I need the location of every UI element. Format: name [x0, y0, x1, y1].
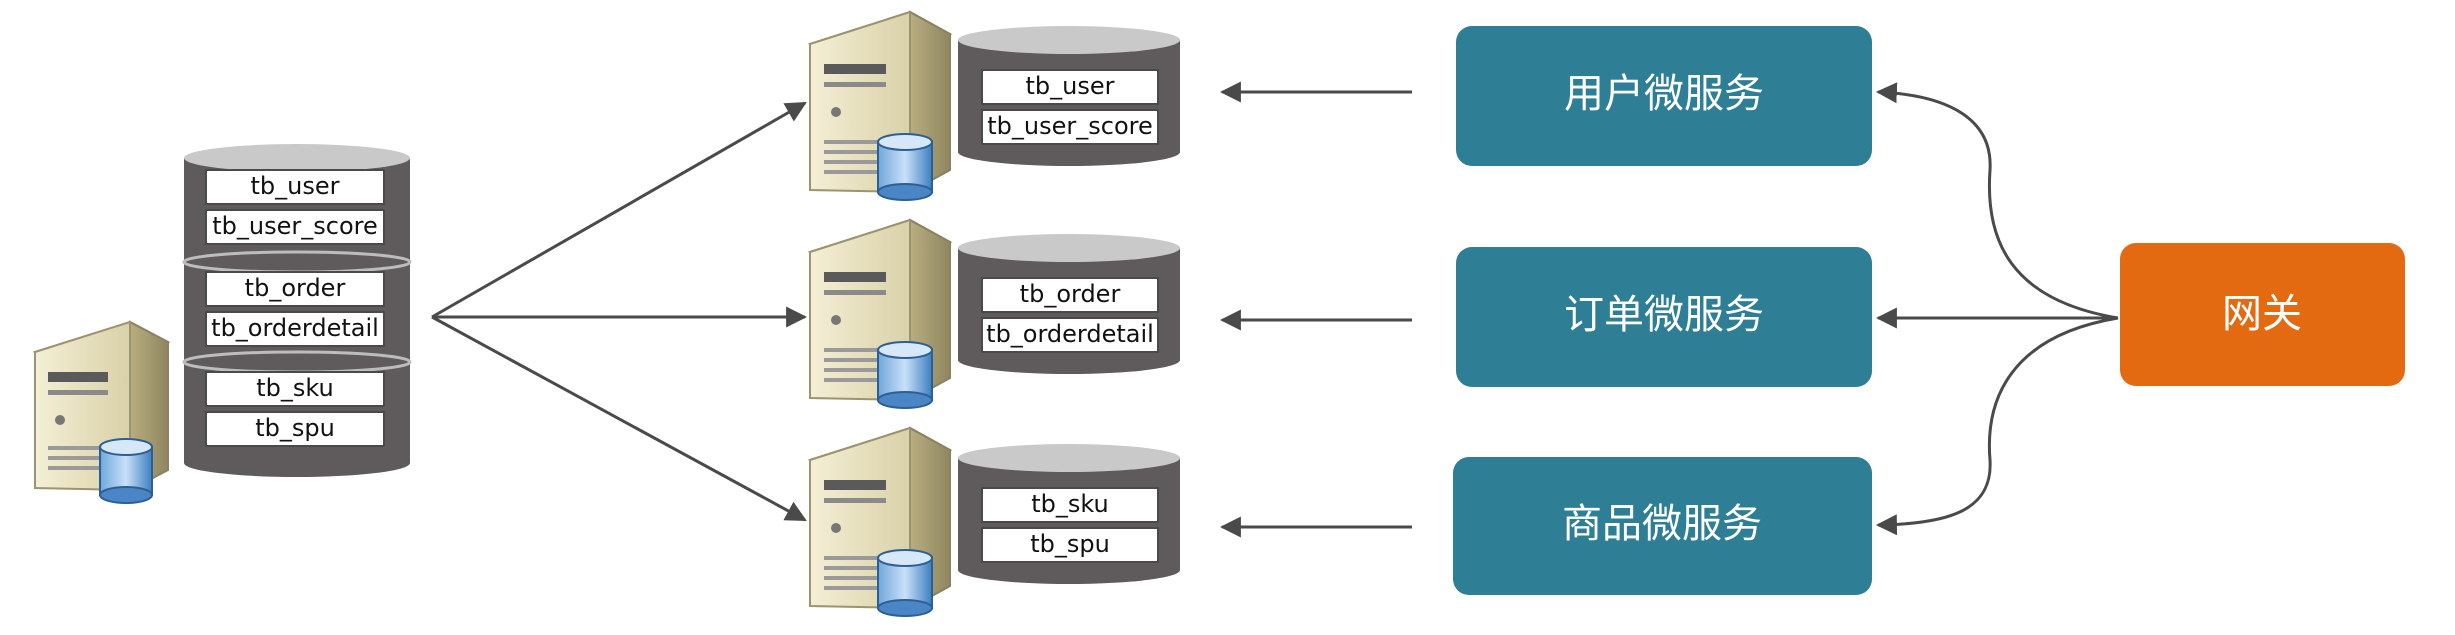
table-label: tb_order	[1020, 280, 1121, 308]
user-service-label: 用户微服务	[1564, 71, 1764, 117]
monolith-table-tb-spu: tb_spu	[205, 411, 385, 447]
table-tb-user-score: tb_user_score	[981, 109, 1159, 145]
monolith-table-tb-user: tb_user	[205, 169, 385, 205]
table-label: tb_user	[1026, 72, 1115, 100]
monolith-table-label: tb_orderdetail	[211, 314, 379, 342]
arrow-gateway-to-user-service	[1875, 82, 2119, 320]
monolith-table-tb-sku: tb_sku	[205, 371, 385, 407]
order-service-box[interactable]: 订单微服务	[1456, 247, 1872, 387]
arrow-monolith-to-user-db	[431, 101, 807, 319]
database-icon	[99, 438, 153, 504]
table-tb-user: tb_user	[981, 69, 1159, 105]
table-label: tb_user_score	[987, 112, 1152, 140]
monolith-table-label: tb_sku	[256, 374, 334, 402]
server-icon	[807, 218, 953, 409]
server-icon	[807, 426, 953, 617]
gateway-label: 网关	[2222, 291, 2302, 337]
monolith-table-tb-user-score: tb_user_score	[205, 209, 385, 245]
order-db-cylinder: tb_order tb_orderdetail	[958, 234, 1180, 374]
arrow-monolith-to-product-db	[431, 315, 807, 522]
product-db-cylinder: tb_sku tb_spu	[958, 444, 1180, 584]
table-label: tb_spu	[1030, 530, 1110, 558]
table-tb-orderdetail: tb_orderdetail	[981, 317, 1159, 353]
monolith-table-label: tb_user	[251, 172, 340, 200]
table-label: tb_orderdetail	[986, 320, 1154, 348]
order-service-label: 订单微服务	[1564, 292, 1764, 338]
table-tb-sku: tb_sku	[981, 487, 1159, 523]
monolith-table-tb-orderdetail: tb_orderdetail	[205, 311, 385, 347]
monolith-server-icon	[32, 320, 171, 504]
table-tb-order: tb_order	[981, 277, 1159, 313]
database-icon	[877, 133, 933, 201]
monolith-table-tb-order: tb_order	[205, 271, 385, 307]
server-icon	[807, 10, 953, 201]
user-db-cylinder: tb_user tb_user_score	[958, 26, 1180, 166]
product-service-box[interactable]: 商品微服务	[1453, 457, 1872, 595]
arrow-gateway-to-product-service	[1875, 316, 2119, 536]
monolith-table-label: tb_order	[245, 274, 346, 302]
table-tb-spu: tb_spu	[981, 527, 1159, 563]
table-label: tb_sku	[1031, 490, 1109, 518]
monolith-table-label: tb_spu	[255, 414, 335, 442]
database-icon	[877, 341, 933, 409]
monolith-table-label: tb_user_score	[212, 212, 377, 240]
user-service-box[interactable]: 用户微服务	[1456, 26, 1872, 166]
database-icon	[877, 549, 933, 617]
gateway-box[interactable]: 网关	[2120, 243, 2405, 386]
product-service-label: 商品微服务	[1562, 501, 1762, 547]
